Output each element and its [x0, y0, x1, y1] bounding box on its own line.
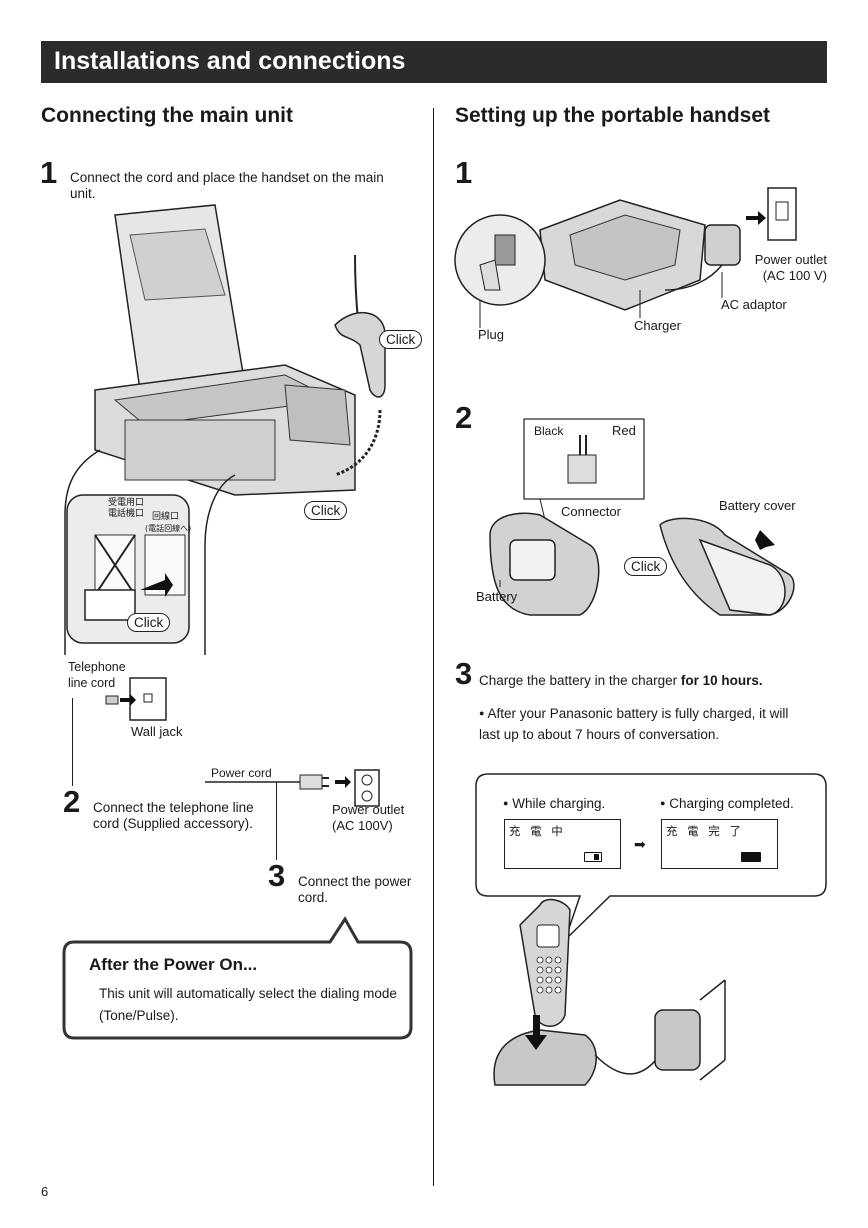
power-plug-illustration [205, 769, 380, 807]
page-number: 6 [41, 1184, 49, 1199]
battery-cover-label: Battery cover [719, 498, 796, 513]
wall-jack-label: Wall jack [131, 724, 183, 739]
step2-leader-line [72, 698, 73, 786]
right-section-title: Setting up the portable handset [455, 104, 771, 127]
kanji-label-2: 電話機口 [108, 509, 145, 519]
step3-leader-line [276, 782, 277, 860]
fax-machine-illustration [64, 204, 386, 655]
click-label-jack: Click [127, 613, 171, 632]
left-step3-number: 3 [268, 858, 286, 893]
battery-install-illustration [489, 418, 795, 616]
telephone-line-cord-label: Telephone line cord [68, 660, 126, 690]
handset-charging-illustration [493, 898, 726, 1086]
click-label-cord: Click [304, 501, 348, 520]
left-step2-text: Connect the telephone line cord (Supplie… [93, 800, 254, 831]
left-power-outlet-label: Power outlet (AC 100V) [332, 802, 405, 833]
battery-label: Battery [476, 589, 518, 604]
right-step3-bullet-text: After your Panasonic battery is fully ch… [479, 706, 789, 742]
black-wire-label: Black [534, 424, 564, 438]
left-section-title: Connecting the main unit [41, 104, 293, 127]
column-divider [433, 108, 434, 1186]
right-step1-number: 1 [455, 155, 473, 190]
lcd-while-charging: 充 電 中 [504, 819, 621, 869]
while-charging-label: ● While charging. [503, 796, 606, 811]
section-banner: Installations and connections [41, 41, 827, 83]
left-step1-text: Connect the cord and place the handset o… [70, 170, 384, 201]
left-step2-number: 2 [63, 784, 81, 819]
page-title: Installations and connections [54, 47, 406, 75]
lcd-charging-complete: 充 電 完 了 [661, 819, 778, 869]
lcd-charging-text: 充 電 中 [509, 824, 566, 838]
right-step2-number: 2 [455, 400, 473, 435]
battery-low-icon [584, 852, 602, 862]
charging-callout [475, 773, 827, 941]
bullet-dot: ● [503, 798, 509, 808]
bullet-dot: ● [660, 798, 666, 808]
connector-label: Connector [561, 504, 621, 519]
after-power-on-title: After the Power On... [89, 955, 258, 974]
left-step1-number: 1 [40, 155, 58, 190]
charger-label: Charger [634, 318, 681, 333]
plug-label: Plug [478, 327, 505, 342]
right-power-outlet-label: Power outlet (AC 100 V) [754, 252, 827, 283]
right-step3-bullet: ● After your Panasonic battery is fully … [479, 703, 789, 745]
lcd-complete-text: 充 電 完 了 [666, 824, 744, 838]
click-label-battery: Click [624, 557, 668, 576]
left-step3-text: Connect the power cord. [298, 874, 412, 905]
wall-jack-illustration [105, 677, 167, 721]
arrow-right-icon: ➡ [634, 836, 646, 852]
battery-full-icon [741, 852, 761, 862]
kanji-label-1: 受電用口 [108, 498, 145, 508]
power-cord-label: Power cord [211, 766, 272, 780]
after-power-on-text: This unit will automatically select the … [99, 986, 397, 1023]
click-label-handset: Click [379, 330, 423, 349]
kanji-label-3: 回線口 [152, 512, 180, 522]
right-step3-emph: for 10 hours. [680, 673, 763, 688]
right-step3-text: Charge the battery in the charger for 10… [479, 673, 763, 689]
right-step3-text-main: Charge the battery in the charger [479, 673, 681, 688]
bullet-dot: ● [479, 708, 485, 718]
charger-setup-illustration [454, 187, 797, 328]
ac-adaptor-label: AC adaptor [721, 297, 787, 312]
after-power-on-callout [62, 916, 413, 1040]
kanji-label-4: (電話回線へ) [145, 524, 192, 533]
right-step3-number: 3 [455, 656, 473, 691]
charging-completed-label: ● Charging completed. [660, 796, 794, 811]
red-wire-label: Red [612, 423, 636, 438]
